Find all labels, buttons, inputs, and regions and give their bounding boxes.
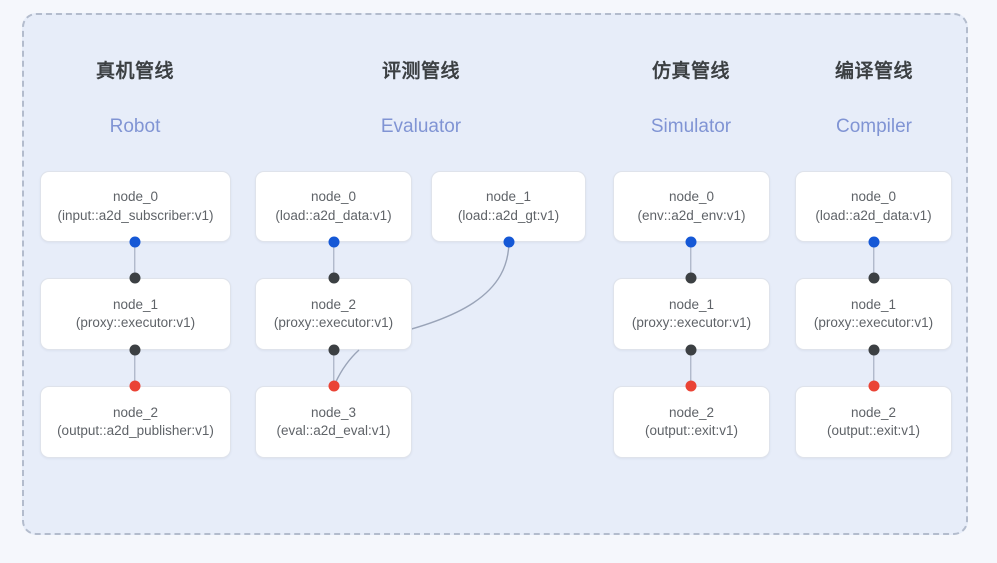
port-input-red[interactable] bbox=[328, 380, 340, 392]
port-output-blue[interactable] bbox=[868, 236, 880, 248]
node-compiler-2[interactable]: node_2 (output::exit:v1) bbox=[795, 386, 952, 458]
port-input-black[interactable] bbox=[129, 272, 141, 284]
node-label-type: (output::exit:v1) bbox=[826, 423, 921, 438]
node-robot-2[interactable]: node_2 (output::a2d_publisher:v1) bbox=[40, 386, 231, 458]
node-simulator-0[interactable]: node_0 (env::a2d_env:v1) bbox=[613, 171, 770, 242]
node-label-type: (load::a2d_data:v1) bbox=[275, 207, 392, 223]
port-output-blue[interactable] bbox=[328, 236, 340, 248]
node-evaluator-1[interactable]: node_1 (load::a2d_gt:v1) bbox=[431, 171, 586, 242]
node-label-type: (output::a2d_publisher:v1) bbox=[57, 423, 214, 438]
edge-compiler-1-2 bbox=[873, 350, 875, 386]
node-label-name: node_2 bbox=[112, 404, 159, 420]
node-label-name: node_1 bbox=[112, 296, 159, 312]
edge-simulator-0-1 bbox=[690, 242, 692, 278]
node-simulator-1[interactable]: node_1 (proxy::executor:v1) bbox=[613, 278, 770, 350]
node-label-name: node_1 bbox=[668, 296, 715, 312]
node-label-type: (proxy::executor:v1) bbox=[813, 315, 934, 330]
node-label-type: (output::exit:v1) bbox=[644, 423, 739, 438]
node-label-name: node_3 bbox=[310, 404, 357, 420]
edge-robot-0-1 bbox=[134, 242, 136, 278]
node-label-type: (eval::a2d_eval:v1) bbox=[276, 423, 391, 438]
node-label-type: (env::a2d_env:v1) bbox=[637, 207, 746, 223]
node-robot-1[interactable]: node_1 (proxy::executor:v1) bbox=[40, 278, 231, 350]
port-input-red[interactable] bbox=[685, 380, 697, 392]
edge-evaluator-0-2 bbox=[333, 242, 335, 278]
port-input-red[interactable] bbox=[868, 380, 880, 392]
port-input-black[interactable] bbox=[868, 272, 880, 284]
port-output-blue[interactable] bbox=[503, 236, 515, 248]
node-label-name: node_2 bbox=[850, 404, 897, 420]
node-label-name: node_0 bbox=[112, 189, 159, 205]
node-label-name: node_0 bbox=[310, 189, 357, 205]
node-compiler-0[interactable]: node_0 (load::a2d_data:v1) bbox=[795, 171, 952, 242]
node-simulator-2[interactable]: node_2 (output::exit:v1) bbox=[613, 386, 770, 458]
node-robot-0[interactable]: node_0 (input::a2d_subscriber:v1) bbox=[40, 171, 231, 242]
port-output-blue[interactable] bbox=[685, 236, 697, 248]
edge-compiler-0-1 bbox=[873, 242, 875, 278]
node-label-type: (load::a2d_gt:v1) bbox=[457, 207, 560, 223]
node-label-type: (load::a2d_data:v1) bbox=[815, 207, 932, 223]
node-label-name: node_1 bbox=[485, 189, 532, 205]
node-compiler-1[interactable]: node_1 (proxy::executor:v1) bbox=[795, 278, 952, 350]
node-label-name: node_2 bbox=[310, 296, 357, 312]
node-label-type: (proxy::executor:v1) bbox=[75, 315, 196, 330]
port-output-black[interactable] bbox=[328, 344, 340, 356]
edge-robot-1-2 bbox=[134, 350, 136, 386]
edge-simulator-1-2 bbox=[690, 350, 692, 386]
port-output-black[interactable] bbox=[868, 344, 880, 356]
port-input-black[interactable] bbox=[328, 272, 340, 284]
node-label-name: node_0 bbox=[850, 189, 897, 205]
node-label-name: node_1 bbox=[850, 296, 897, 312]
port-input-black[interactable] bbox=[685, 272, 697, 284]
node-label-name: node_2 bbox=[668, 404, 715, 420]
node-label-name: node_0 bbox=[668, 189, 715, 205]
port-input-red[interactable] bbox=[129, 380, 141, 392]
node-evaluator-3[interactable]: node_3 (eval::a2d_eval:v1) bbox=[255, 386, 412, 458]
node-label-type: (input::a2d_subscriber:v1) bbox=[57, 207, 214, 223]
node-evaluator-0[interactable]: node_0 (load::a2d_data:v1) bbox=[255, 171, 412, 242]
node-evaluator-2[interactable]: node_2 (proxy::executor:v1) bbox=[255, 278, 412, 350]
node-label-type: (proxy::executor:v1) bbox=[273, 315, 394, 330]
node-label-type: (proxy::executor:v1) bbox=[631, 315, 752, 330]
port-output-black[interactable] bbox=[129, 344, 141, 356]
port-output-black[interactable] bbox=[685, 344, 697, 356]
port-output-blue[interactable] bbox=[129, 236, 141, 248]
